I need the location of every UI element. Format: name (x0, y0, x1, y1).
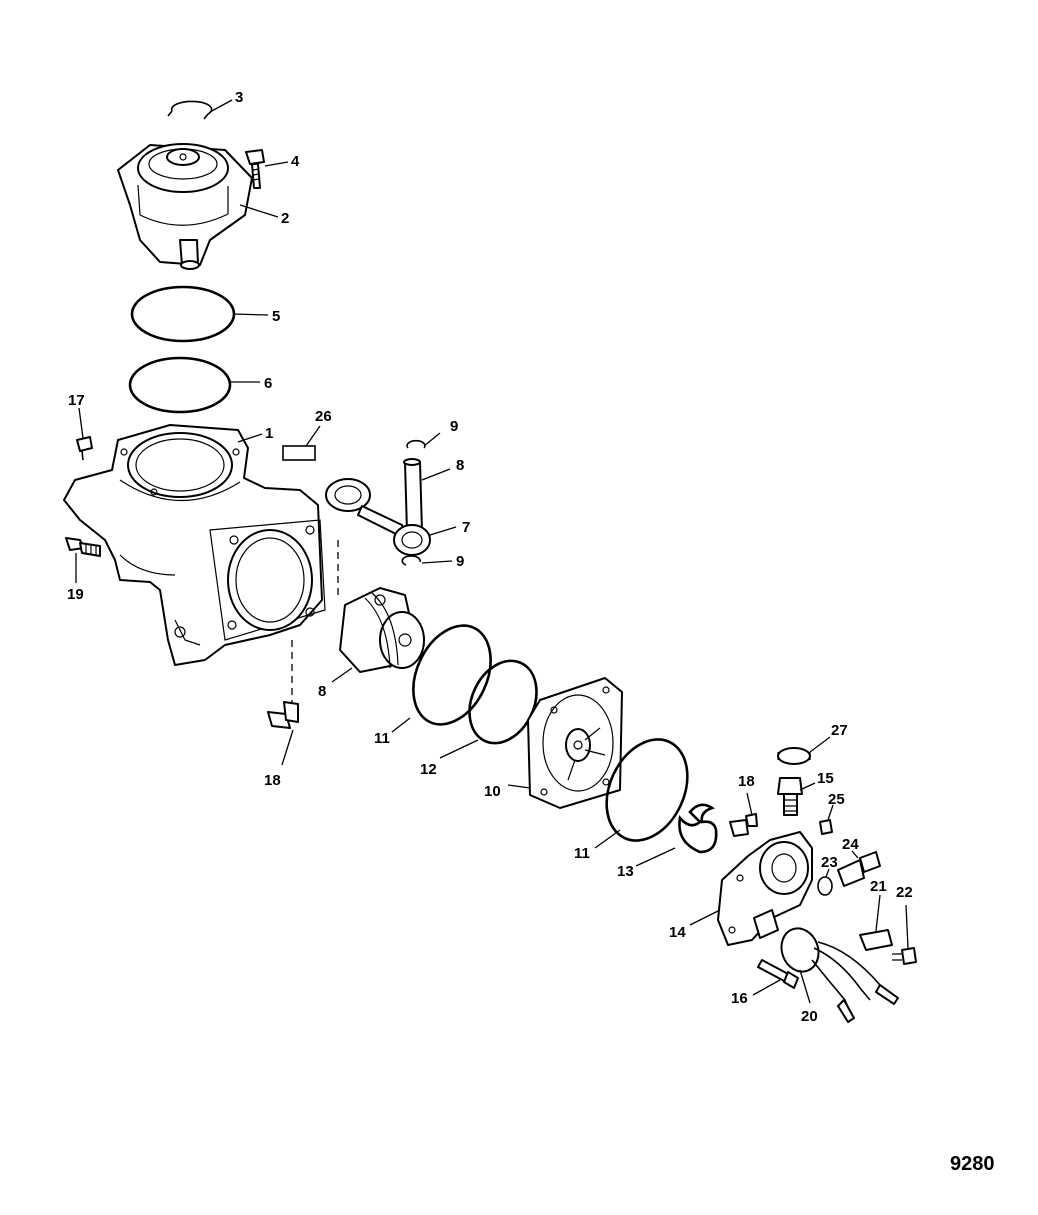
callout-6: 6 (264, 375, 272, 392)
callout-15: 15 (817, 770, 834, 787)
callout-9-lower: 9 (456, 553, 464, 570)
part-13-seal (678, 803, 718, 854)
part-10-head-plate (527, 677, 623, 809)
part-3-snap-ring (167, 100, 213, 120)
part-26-decal (282, 445, 316, 461)
part-5-o-ring (130, 285, 236, 343)
callout-24: 24 (842, 836, 859, 853)
part-22-bolt (892, 947, 917, 965)
part-21-bracket (859, 929, 893, 951)
part-8-piston (339, 587, 425, 673)
callout-12: 12 (420, 761, 437, 778)
callout-2: 2 (281, 210, 289, 227)
callout-26: 26 (315, 408, 332, 425)
callout-8-piston: 8 (318, 683, 326, 700)
callout-labels: 3 4 2 5 6 1 17 26 9 8 7 9 19 8 11 12 10 … (67, 89, 913, 1025)
callout-22: 22 (896, 884, 913, 901)
callout-11-a: 11 (374, 730, 390, 747)
part-9-retainer-lower (401, 555, 421, 566)
part-24-fitting (837, 851, 881, 887)
callout-8-pin: 8 (456, 457, 464, 474)
part-25-set-screw (819, 819, 833, 835)
callout-3: 3 (235, 89, 243, 106)
callout-13: 13 (617, 863, 634, 880)
part-19-hose-fitting (65, 537, 101, 557)
callout-16: 16 (731, 990, 748, 1007)
callout-19: 19 (67, 586, 84, 603)
callout-21: 21 (870, 878, 887, 895)
part-16-bolt (757, 959, 799, 989)
callout-25: 25 (828, 791, 845, 808)
callout-11-b: 11 (574, 845, 590, 862)
part-1-cylinder-housing (63, 424, 326, 666)
callout-7: 7 (462, 519, 470, 536)
part-18-elbow-left (267, 701, 299, 729)
part-6-o-ring (128, 356, 232, 414)
callout-1: 1 (265, 425, 273, 442)
callout-20: 20 (801, 1008, 818, 1025)
part-15-fitting (777, 777, 803, 816)
callout-18-right: 18 (738, 773, 755, 790)
callout-9-upper: 9 (450, 418, 458, 435)
part-20-sensor (780, 927, 899, 1023)
part-8-wrist-pin (403, 458, 423, 533)
part-7-connecting-rod (325, 478, 431, 556)
callout-17: 17 (68, 392, 85, 409)
part-14-housing (717, 831, 813, 946)
part-11-o-ring-b (605, 738, 689, 842)
part-11-o-ring-a (412, 624, 492, 726)
callout-27: 27 (831, 722, 848, 739)
part-4-bolt (245, 149, 265, 189)
leader-lines (75, 99, 909, 1004)
callout-14: 14 (669, 924, 686, 941)
part-9-retainer-upper (406, 439, 426, 449)
callout-10: 10 (484, 783, 501, 800)
callout-23: 23 (821, 854, 838, 871)
part-2-pump-cover (117, 143, 253, 270)
part-17-fitting (76, 436, 93, 461)
part-23-small-o-ring (817, 876, 833, 896)
callout-18-left: 18 (264, 772, 281, 789)
callout-4: 4 (291, 153, 300, 170)
part-18-elbow-right (729, 813, 758, 837)
callout-5: 5 (272, 308, 280, 325)
figure-number: 9280 (950, 1153, 995, 1175)
part-27-cap (777, 747, 811, 765)
